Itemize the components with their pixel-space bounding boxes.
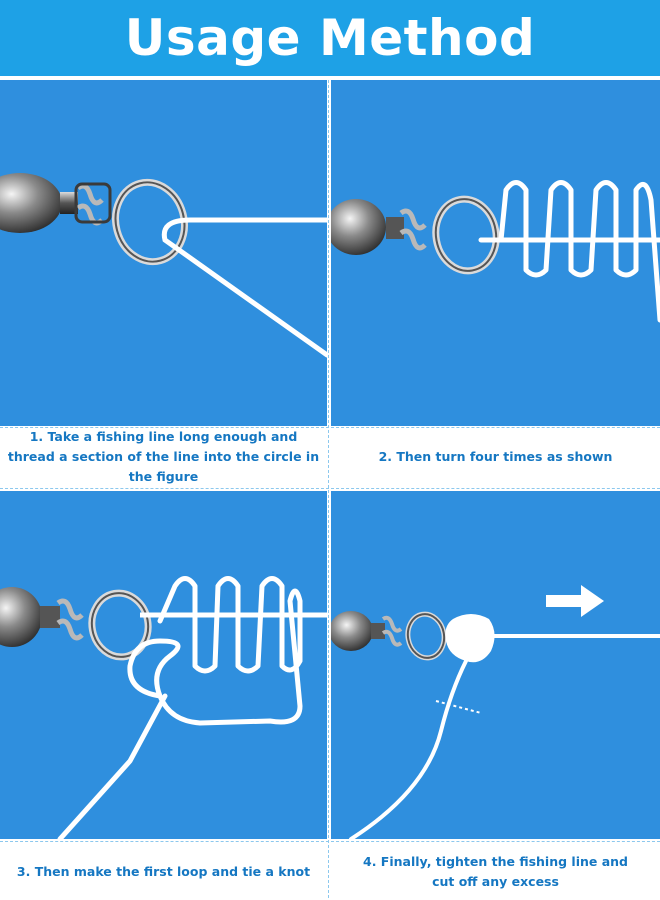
horizontal-divider-bottom (0, 841, 660, 842)
step-2-line-1: 2. Then turn four times as shown (378, 449, 613, 464)
arrow-right-icon (546, 585, 604, 617)
vertical-divider (328, 80, 329, 898)
step-1-image (0, 80, 327, 426)
step-3-line-1: 3. Then make the first loop and tie a kn… (16, 863, 311, 879)
swivel-icon (331, 611, 447, 661)
horizontal-divider-middle (0, 488, 660, 489)
fishing-line (478, 180, 660, 323)
swivel-icon (0, 173, 188, 266)
knot (445, 614, 495, 663)
step-3-caption: 3. Then make the first loop and tie a kn… (0, 843, 327, 900)
page-title: Usage Method (124, 9, 536, 67)
step-4-caption: 4. Finally, tighten the fishing line and… (331, 843, 660, 900)
step-1-caption: 1. Take a fishing line long enough and t… (0, 428, 327, 486)
cut-line (435, 700, 482, 714)
horizontal-divider-top (0, 427, 660, 428)
step-1-line-2: thread a section of the line into the ci… (7, 449, 320, 484)
step-4-image (331, 491, 660, 839)
step-1-line-1: 1. Take a fishing line long enough and (29, 429, 298, 444)
step-2-image (331, 80, 660, 426)
swivel-icon (331, 195, 500, 275)
fishing-line (161, 217, 327, 358)
step-2-caption: 2. Then turn four times as shown (331, 428, 660, 486)
step-4-line-2: cut off any excess (432, 873, 559, 889)
header-banner: Usage Method (0, 0, 660, 76)
swivel-icon (0, 587, 152, 661)
step-4-line-1: 4. Finally, tighten the fishing line and (363, 853, 628, 869)
step-3-image (0, 491, 327, 839)
